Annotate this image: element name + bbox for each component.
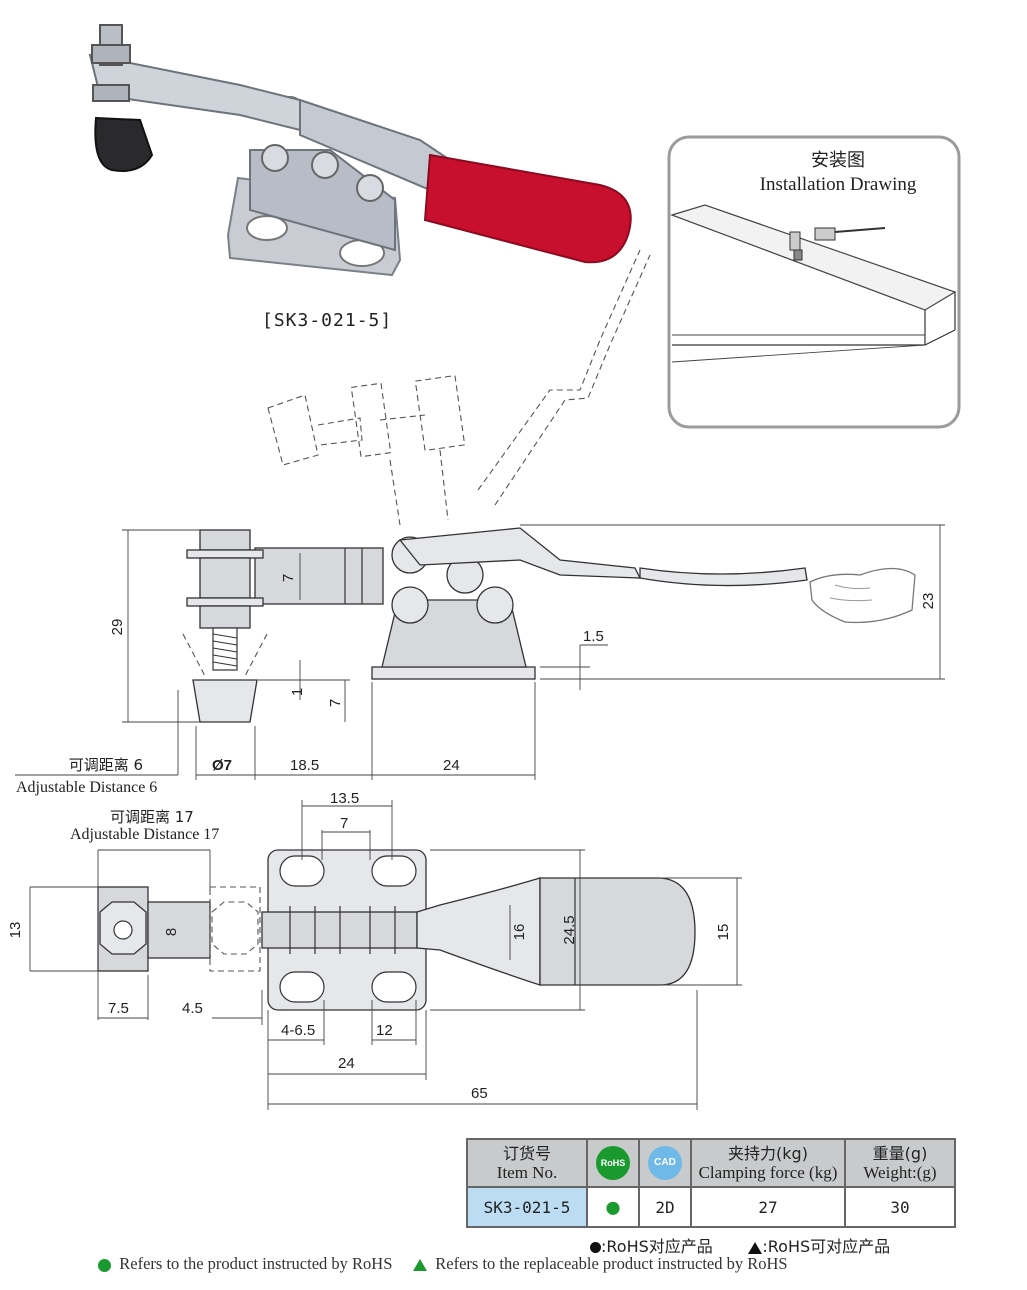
dim-4-6-5: 4-6.5 [281, 1022, 315, 1039]
dim-7-tip: 7 [327, 699, 344, 707]
header-weight-cn: 重量(g) [872, 1144, 928, 1163]
dim-15: 15 [715, 924, 732, 941]
legend-cn-rohs: :RoHS对应产品 [601, 1237, 713, 1256]
dim-65: 65 [471, 1085, 488, 1102]
dim-7-arm: 7 [280, 574, 297, 582]
adjust-6-en: Adjustable Distance 6 [16, 779, 157, 796]
top-view-dimensions [29, 800, 742, 1110]
spec-header-row: 订货号 Item No. RoHS CAD 夹持力(kg) Clamping f… [466, 1138, 956, 1188]
cell-item-no: SK3-021-5 [466, 1186, 588, 1228]
header-cad: CAD [638, 1138, 692, 1188]
hand-icon [809, 567, 916, 624]
cell-weight: 30 [844, 1186, 956, 1228]
dim-1: 1 [289, 688, 306, 696]
legend-cn: :RoHS对应产品 :RoHS可对应产品 [590, 1233, 890, 1257]
cell-cad: 2D [638, 1186, 692, 1228]
dim-18-5: 18.5 [290, 757, 319, 774]
legend-en-replace: Refers to the replaceable product instru… [435, 1254, 788, 1273]
cad-icon: CAD [648, 1146, 682, 1180]
dim-dia7: Ø7 [212, 757, 232, 774]
dim-13-5: 13.5 [330, 790, 359, 807]
dim-1-5: 1.5 [583, 628, 604, 645]
dim-23: 23 [920, 593, 937, 610]
dim-7-5: 7.5 [108, 1000, 129, 1017]
header-force-en: Clamping force (kg) [698, 1163, 838, 1182]
side-view-dimensions [15, 524, 945, 780]
adjust-17-en: Adjustable Distance 17 [70, 826, 219, 843]
legend-cn-replace: :RoHS可对应产品 [762, 1237, 891, 1256]
header-weight: 重量(g) Weight:(g) [844, 1138, 956, 1188]
dim-24-5: 24.5 [561, 915, 578, 944]
header-item-cn: 订货号 [502, 1144, 551, 1163]
top-view [97, 849, 696, 1011]
triangle-icon [748, 1241, 763, 1254]
table-row: SK3-021-5 ● 2D 27 30 [466, 1186, 956, 1228]
installation-box [667, 135, 961, 429]
header-rohs: RoHS [586, 1138, 640, 1188]
header-weight-en: Weight:(g) [863, 1163, 937, 1182]
rohs-dot-icon [590, 1242, 601, 1253]
dim-7-holes: 7 [340, 815, 348, 832]
cell-force: 27 [690, 1186, 846, 1228]
header-item-en: Item No. [496, 1163, 558, 1182]
legend-en-rohs: Refers to the product instructed by RoHS [119, 1254, 393, 1273]
legend-en: Refers to the product instructed by RoHS… [98, 1254, 788, 1274]
header-force: 夹持力(kg) Clamping force (kg) [690, 1138, 846, 1188]
spec-table: 订货号 Item No. RoHS CAD 夹持力(kg) Clamping f… [466, 1138, 956, 1228]
model-label: [SK3-021-5] [262, 310, 392, 331]
rohs-dot-icon: ● [606, 1194, 620, 1220]
dim-13: 13 [7, 922, 24, 939]
dim-29: 29 [109, 619, 126, 636]
installation-title-cn: 安装图 [811, 150, 865, 171]
dim-4-5: 4.5 [182, 1000, 203, 1017]
triangle-icon [413, 1259, 427, 1272]
rohs-dot-icon [98, 1258, 111, 1272]
dim-24-top: 24 [338, 1055, 355, 1072]
rohs-icon: RoHS [596, 1146, 630, 1180]
cell-rohs: ● [586, 1186, 640, 1228]
side-view [182, 527, 808, 723]
dim-12: 12 [376, 1022, 393, 1039]
header-item: 订货号 Item No. [466, 1138, 588, 1188]
installation-title-en: Installation Drawing [760, 174, 917, 195]
dim-16: 16 [511, 924, 528, 941]
header-force-cn: 夹持力(kg) [728, 1144, 808, 1163]
red-handle [423, 153, 632, 264]
dim-8: 8 [163, 928, 180, 936]
open-position-ghost [267, 249, 651, 526]
product-photo [88, 24, 632, 277]
adjust-6-cn: 可调距离 6 [69, 756, 143, 774]
adjust-17-cn: 可调距离 17 [110, 808, 194, 826]
dim-24-side: 24 [443, 757, 460, 774]
